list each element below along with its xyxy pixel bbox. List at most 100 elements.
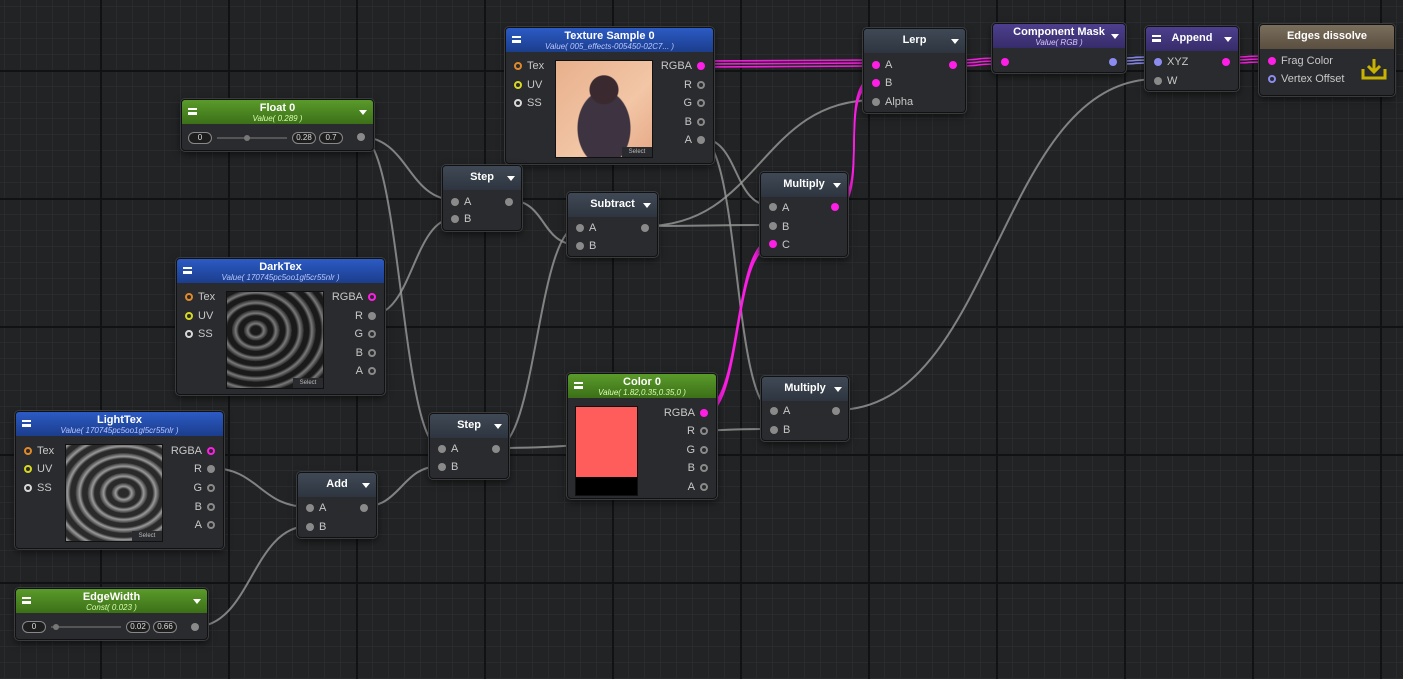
node-header[interactable]: Step (430, 414, 508, 438)
port-uv-in[interactable] (24, 465, 32, 473)
port-a-out[interactable] (700, 483, 708, 491)
port-a-in[interactable] (306, 504, 314, 512)
port-out[interactable] (1109, 58, 1117, 66)
port-a-in[interactable] (872, 61, 880, 69)
port-rgba-out[interactable] (207, 447, 215, 455)
node-header[interactable]: Edges dissolve (1260, 25, 1394, 49)
port-rgba-out[interactable] (697, 62, 705, 70)
port-ss-in[interactable] (185, 330, 193, 338)
slider-max-field[interactable]: 0.7 (319, 132, 343, 144)
chevron-down-icon[interactable] (643, 203, 651, 208)
port-b-in[interactable] (438, 463, 446, 471)
port-b-in[interactable] (770, 426, 778, 434)
node-header[interactable]: Step (443, 166, 521, 190)
port-vertex-offset-in[interactable] (1268, 75, 1276, 83)
menu-icon[interactable] (574, 382, 583, 389)
menu-icon[interactable] (512, 36, 521, 43)
port-uv-in[interactable] (514, 81, 522, 89)
port-out[interactable] (505, 198, 513, 206)
select-button[interactable]: Select (293, 378, 323, 388)
port-a-out[interactable] (697, 136, 705, 144)
port-g-out[interactable] (700, 446, 708, 454)
slider-track[interactable] (51, 626, 121, 628)
chevron-down-icon[interactable] (1224, 37, 1232, 42)
port-rgba-out[interactable] (700, 409, 708, 417)
menu-icon[interactable] (22, 597, 31, 604)
node-multiply[interactable]: Multiply A B C (760, 172, 848, 257)
port-value-out[interactable] (191, 623, 199, 631)
port-tex-in[interactable] (514, 62, 522, 70)
port-b-out[interactable] (368, 349, 376, 357)
port-ss-in[interactable] (24, 484, 32, 492)
slider-thumb[interactable] (244, 135, 250, 141)
node-header[interactable]: Lerp (864, 29, 965, 53)
port-r-out[interactable] (700, 427, 708, 435)
slider-min-field[interactable]: 0 (22, 621, 46, 633)
node-header[interactable]: Float 0 Value( 0.289 ) (182, 100, 373, 124)
texture-preview-image[interactable]: Select (226, 291, 324, 389)
port-out[interactable] (949, 61, 957, 69)
select-button[interactable]: Select (132, 531, 162, 541)
port-in[interactable] (1001, 58, 1009, 66)
node-output[interactable]: Edges dissolve Frag Color Vertex Offset (1259, 24, 1395, 96)
port-alpha-in[interactable] (872, 98, 880, 106)
port-w-in[interactable] (1154, 77, 1162, 85)
node-header[interactable]: Subtract (568, 193, 657, 217)
port-out[interactable] (641, 224, 649, 232)
node-step[interactable]: Step A B (429, 413, 509, 479)
node-header[interactable]: Add (298, 473, 376, 497)
port-out[interactable] (831, 203, 839, 211)
port-a-in[interactable] (438, 445, 446, 453)
node-header[interactable]: Append (1146, 27, 1238, 51)
chevron-down-icon[interactable] (833, 183, 841, 188)
port-a-out[interactable] (368, 367, 376, 375)
port-a-in[interactable] (576, 224, 584, 232)
port-ss-in[interactable] (514, 99, 522, 107)
port-tex-in[interactable] (185, 293, 193, 301)
download-icon[interactable] (1360, 57, 1388, 81)
port-a-in[interactable] (451, 198, 459, 206)
port-b-out[interactable] (700, 464, 708, 472)
node-darktex[interactable]: DarkTex Value( 170745pc5oo1gl5cr55nlr ) … (176, 258, 385, 395)
node-lighttex[interactable]: LightTex Value( 170745pc5oo1gl5cr55nlr )… (15, 411, 224, 549)
menu-icon[interactable] (22, 420, 31, 427)
port-b-in[interactable] (576, 242, 584, 250)
port-frag-color-in[interactable] (1268, 57, 1276, 65)
port-b-in[interactable] (306, 523, 314, 531)
port-a-out[interactable] (207, 521, 215, 529)
port-rgba-out[interactable] (368, 293, 376, 301)
menu-icon[interactable] (188, 108, 197, 115)
node-header[interactable]: Component Mask Value( RGB ) (993, 24, 1125, 48)
chevron-down-icon[interactable] (834, 387, 842, 392)
port-r-out[interactable] (697, 81, 705, 89)
port-tex-in[interactable] (24, 447, 32, 455)
node-add[interactable]: Add A B (297, 472, 377, 538)
port-value-out[interactable] (357, 133, 365, 141)
node-texture-sample[interactable]: Texture Sample 0 Value( 005_effects-0054… (505, 27, 714, 164)
node-header[interactable]: EdgeWidth Const( 0.023 ) (16, 589, 207, 613)
node-multiply[interactable]: Multiply A B (761, 376, 849, 441)
port-b-in[interactable] (872, 79, 880, 87)
port-g-out[interactable] (207, 484, 215, 492)
slider-max-field[interactable]: 0.66 (153, 621, 177, 633)
chevron-down-icon[interactable] (362, 483, 370, 488)
port-b-in[interactable] (769, 222, 777, 230)
port-g-out[interactable] (697, 99, 705, 107)
port-b-out[interactable] (207, 503, 215, 511)
port-r-out[interactable] (368, 312, 376, 320)
slider-value-field[interactable]: 0.28 (292, 132, 316, 144)
port-b-out[interactable] (697, 118, 705, 126)
chevron-down-icon[interactable] (193, 599, 201, 604)
chevron-down-icon[interactable] (951, 39, 959, 44)
node-color[interactable]: Color 0 Value( 1.82,0.35,0.35,0 ) RGBA R… (567, 373, 717, 499)
chevron-down-icon[interactable] (359, 110, 367, 115)
node-edgewidth[interactable]: EdgeWidth Const( 0.023 ) 0 0.02 0.66 (15, 588, 208, 640)
color-swatch[interactable] (575, 406, 638, 496)
node-component-mask[interactable]: Component Mask Value( RGB ) (992, 23, 1126, 73)
port-out[interactable] (492, 445, 500, 453)
menu-icon[interactable] (183, 267, 192, 274)
node-header[interactable]: Texture Sample 0 Value( 005_effects-0054… (506, 28, 713, 52)
node-subtract[interactable]: Subtract A B (567, 192, 658, 257)
node-append[interactable]: Append XYZ W (1145, 26, 1239, 91)
node-step[interactable]: Step A B (442, 165, 522, 231)
